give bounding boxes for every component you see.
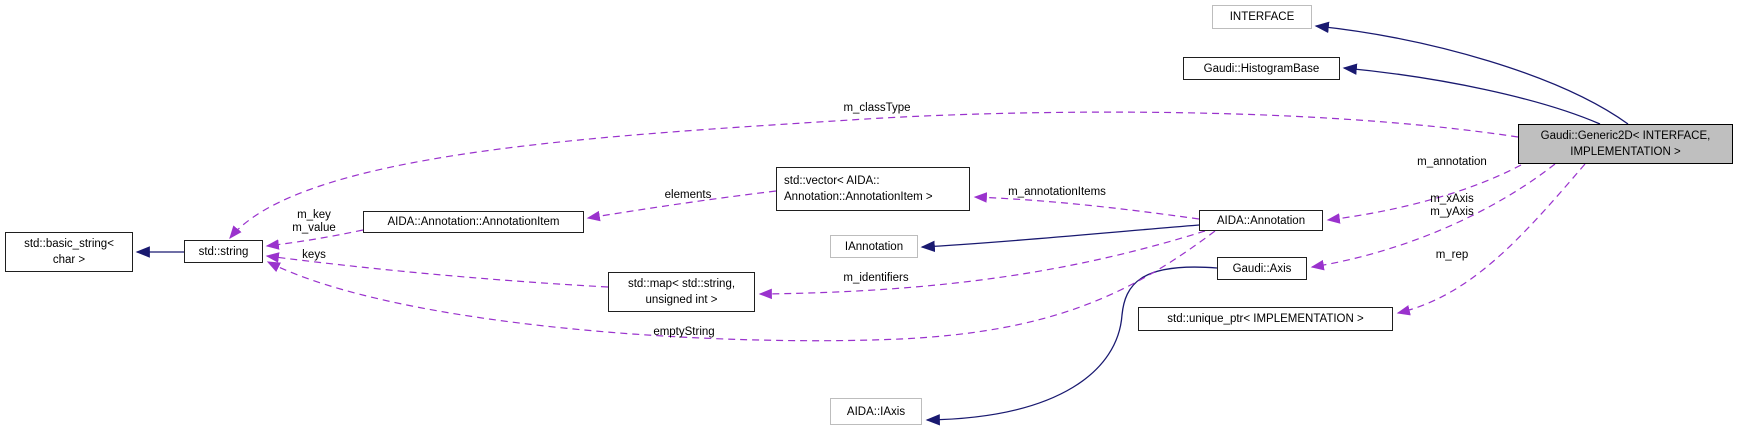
edge-label-elements: elements [664, 189, 712, 201]
node-gaudi-axis-label: Gaudi::Axis [1232, 262, 1292, 275]
edge-label-m-rep: m_rep [1435, 249, 1469, 261]
node-vector-line2: Annotation::AnnotationItem > [784, 191, 933, 203]
edge-label-m-yaxis: m_yAxis [1430, 206, 1474, 218]
node-iaxis-label: AIDA::IAxis [846, 405, 906, 418]
edge-m-identifiers [758, 230, 1206, 300]
node-interface[interactable]: INTERFACE [1212, 5, 1312, 29]
node-aida-annotation[interactable]: AIDA::Annotation [1199, 210, 1323, 231]
edge-generic2d-interface [1314, 21, 1629, 125]
node-interface-label: INTERFACE [1229, 11, 1295, 23]
node-std-string[interactable]: std::string [184, 240, 263, 263]
node-std-string-label: std::string [198, 245, 249, 258]
node-basic-string-line1: std::basic_string< [24, 238, 114, 250]
edge-label-m-key: m_key [297, 209, 331, 221]
node-gaudi-axis[interactable]: Gaudi::Axis [1217, 257, 1307, 280]
edge-label-keys: keys [302, 249, 326, 261]
node-basic-string[interactable]: std::basic_string< char > [5, 232, 133, 272]
node-map[interactable]: std::map< std::string, unsigned int > [608, 272, 755, 312]
node-annotation-item[interactable]: AIDA::Annotation::AnnotationItem [363, 211, 584, 233]
edge-label-m-xaxis: m_xAxis [1430, 193, 1474, 205]
edge-generic2d-histogrambase [1342, 63, 1601, 125]
edge-annotation-iannotation [920, 224, 1200, 253]
edge-label-m-value: m_value [292, 222, 336, 234]
node-iannotation[interactable]: IAnnotation [830, 235, 918, 258]
edge-axis-iaxis [925, 266, 1218, 426]
edge-label-m-annotation: m_annotation [1417, 156, 1487, 168]
node-vector-line1: std::vector< AIDA:: [784, 175, 880, 187]
edge-label-m-key-value: m_key m_value [264, 209, 364, 235]
edge-m-annotationitems [973, 192, 1200, 220]
node-basic-string-line2: char > [52, 254, 86, 266]
node-iannotation-label: IAnnotation [844, 240, 904, 253]
edge-m-rep [1396, 163, 1586, 316]
node-generic2d-line1: Gaudi::Generic2D< INTERFACE, [1540, 130, 1711, 142]
node-unique-ptr[interactable]: std::unique_ptr< IMPLEMENTATION > [1138, 307, 1393, 331]
node-histogram-base[interactable]: Gaudi::HistogramBase [1183, 57, 1340, 80]
node-generic2d-line2: IMPLEMENTATION > [1570, 146, 1681, 158]
node-annotation-item-label: AIDA::Annotation::AnnotationItem [387, 216, 560, 228]
edge-label-m-annotationitems: m_annotationItems [1008, 186, 1106, 198]
node-vector[interactable]: std::vector< AIDA:: Annotation::Annotati… [776, 167, 970, 211]
edge-label-m-xaxis-yaxis: m_xAxis m_yAxis [1402, 193, 1502, 219]
node-generic2d: Gaudi::Generic2D< INTERFACE, IMPLEMENTAT… [1518, 124, 1733, 164]
node-map-line2: unsigned int > [645, 294, 718, 306]
edge-label-m-classtype: m_classType [843, 102, 911, 114]
edge-m-classtype [229, 111, 1519, 240]
edge-m-xaxis-yaxis [1310, 163, 1556, 271]
edge-elements [586, 190, 777, 222]
edge-keys [265, 252, 609, 288]
node-aida-annotation-label: AIDA::Annotation [1216, 214, 1306, 227]
node-histogram-base-label: Gaudi::HistogramBase [1203, 62, 1320, 75]
edge-label-m-identifiers: m_identifiers [843, 272, 909, 284]
node-iaxis[interactable]: AIDA::IAxis [830, 398, 922, 425]
node-map-line1: std::map< std::string, [627, 278, 736, 290]
edge-label-emptystring: emptyString [653, 326, 715, 338]
node-unique-ptr-label: std::unique_ptr< IMPLEMENTATION > [1167, 313, 1364, 325]
edge-m-key-value [265, 229, 364, 250]
